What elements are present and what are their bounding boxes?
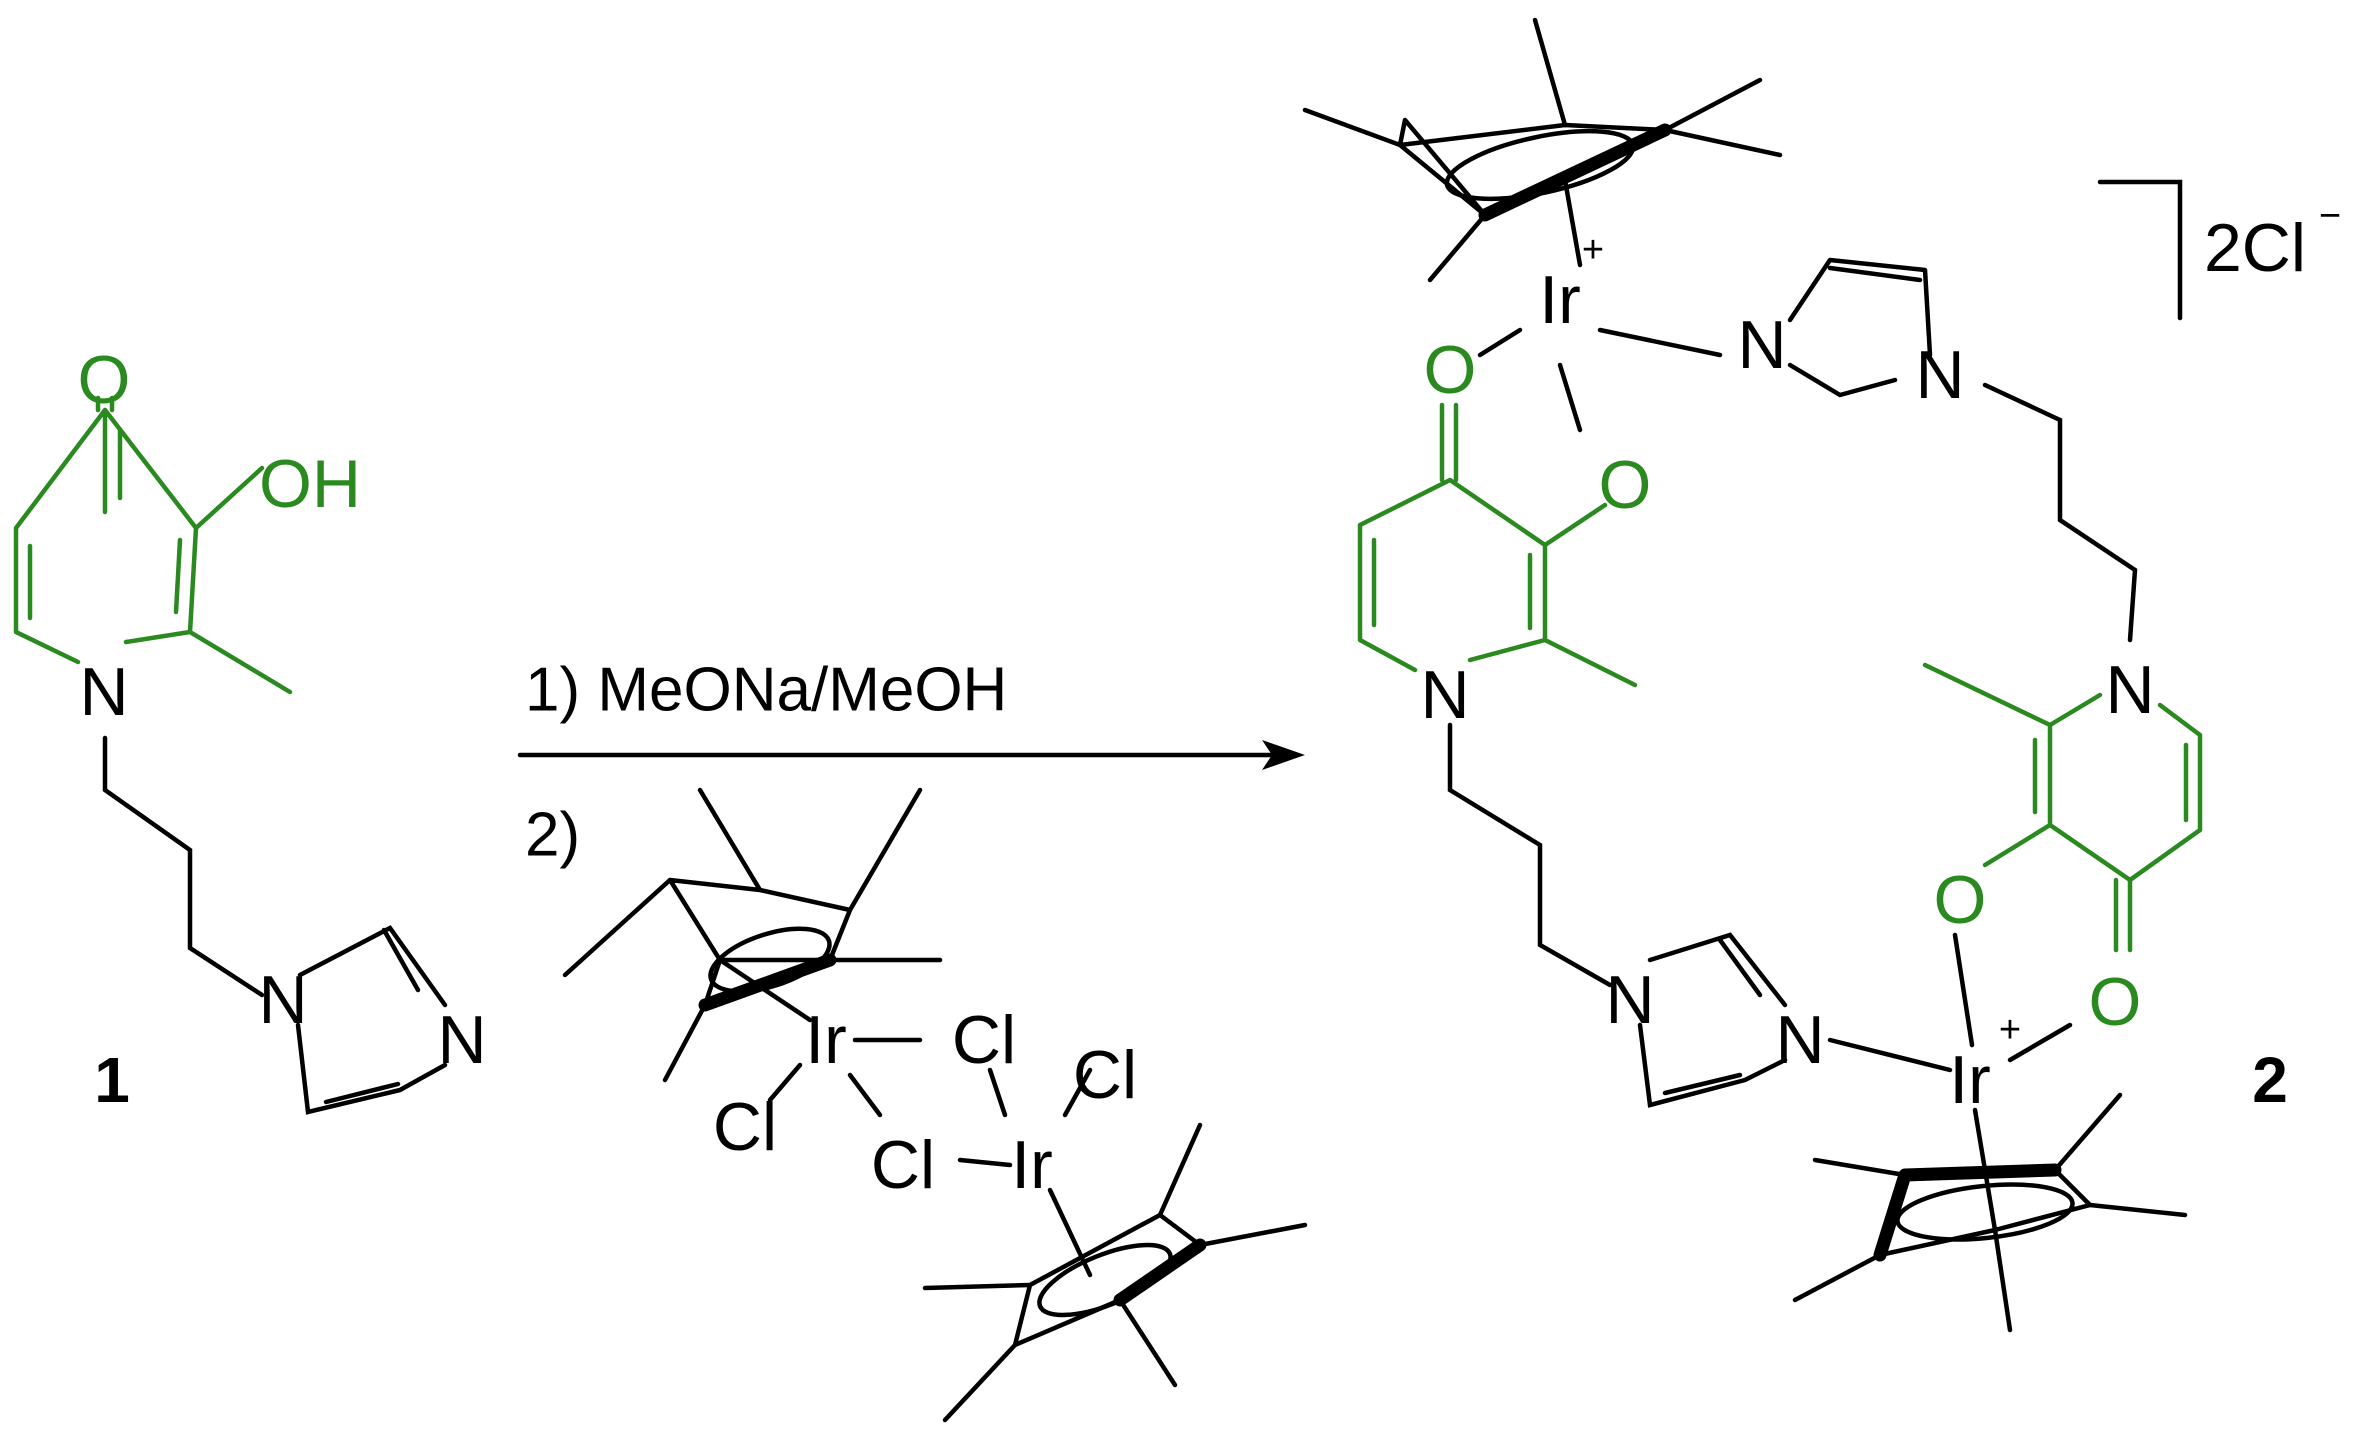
c2-left-phenoxide-o: O	[1599, 447, 1652, 523]
condition-step-2: 2)	[525, 801, 580, 870]
c2-right-ring-n: N	[2105, 652, 2154, 728]
c1-hydroxyl: OH	[259, 446, 361, 522]
c1-carbonyl-o: O	[78, 342, 131, 418]
condition-step-1: 1) MeONa/MeOH	[525, 656, 1007, 725]
c2-right-pyridinone	[1922, 662, 2203, 953]
counterion: 2Cl	[2204, 210, 2306, 286]
iridium-dimer-structure	[562, 787, 1308, 1423]
c2-left-ring-n: N	[1420, 657, 1469, 733]
charge-bracket	[2097, 179, 2183, 321]
c2-lower-linker	[1447, 722, 1953, 1108]
compound-2-label: 2	[2252, 1044, 2288, 1116]
dimer-cl-4: Cl	[871, 1127, 935, 1203]
dimer-cl-2: Cl	[1073, 1037, 1137, 1113]
reaction-arrow	[517, 740, 1305, 770]
c2-lower-imidazole-n3: N	[1775, 1002, 1824, 1078]
dimer-ir-1: Ir	[805, 1002, 847, 1078]
c1-imidazole-n3: N	[437, 1002, 486, 1078]
c2-upper-linker	[1787, 257, 2138, 643]
top-cp-star	[1302, 17, 1783, 283]
c1-ring-n: N	[79, 654, 128, 730]
compound-1-structure	[13, 395, 448, 1115]
top-ir-charge: +	[1582, 229, 1604, 271]
c2-upper-imidazole-n3: N	[1737, 307, 1786, 383]
c2-right-phenoxide-o: O	[1934, 862, 1987, 938]
c2-right-carbonyl-o: O	[2089, 964, 2142, 1040]
bottom-ir: Ir	[1949, 1042, 1991, 1118]
c2-left-pyridinone	[1357, 402, 1638, 688]
dimer-cl-3: Cl	[713, 1089, 777, 1165]
dimer-ir-2: Ir	[1011, 1127, 1053, 1203]
dimer-cl-1: Cl	[952, 1002, 1016, 1078]
top-ir: Ir	[1539, 262, 1581, 338]
compound-1-label: 1	[94, 1044, 130, 1116]
counterion-charge: −	[2319, 195, 2341, 237]
c2-lower-imidazole-n1: N	[1605, 962, 1654, 1038]
c1-imidazole-n1: N	[258, 962, 307, 1038]
bottom-ir-charge: +	[1999, 1009, 2021, 1051]
bottom-cp-star	[1792, 1092, 2188, 1333]
c2-left-carbonyl-o: O	[1424, 332, 1477, 408]
c2-upper-imidazole-n1: N	[1915, 337, 1964, 413]
